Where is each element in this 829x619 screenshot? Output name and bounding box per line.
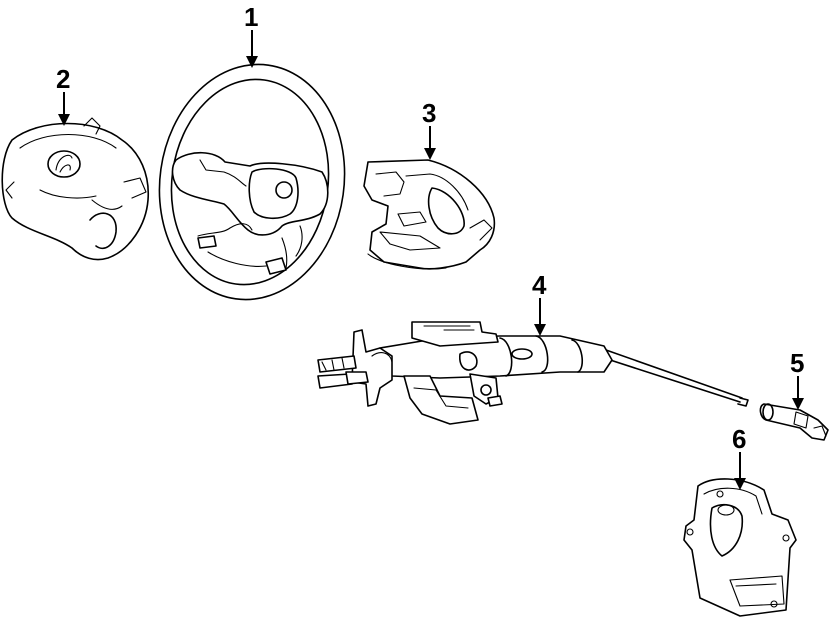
callout-5: 5: [790, 348, 805, 378]
leader-arrowhead-6: [734, 478, 746, 490]
leader-arrowhead-2: [58, 114, 70, 126]
callout-3: 3: [422, 98, 437, 128]
leader-arrowhead-5: [792, 398, 804, 410]
steering-wheel-part: [158, 63, 346, 301]
column-boot-part: [683, 478, 797, 617]
steering-column-part: [317, 321, 749, 425]
leader-arrowhead-4: [534, 324, 546, 336]
column-cover-part: [363, 159, 496, 270]
callout-4: 4: [532, 270, 547, 300]
leader-arrows: [58, 30, 804, 490]
callout-6: 6: [732, 424, 747, 454]
leader-arrowhead-1: [246, 56, 258, 68]
leader-arrowhead-3: [424, 148, 436, 160]
callout-1: 1: [244, 2, 259, 32]
callout-2: 2: [56, 64, 71, 94]
airbag-module-part: [1, 117, 150, 261]
sensor-part: [759, 403, 829, 441]
